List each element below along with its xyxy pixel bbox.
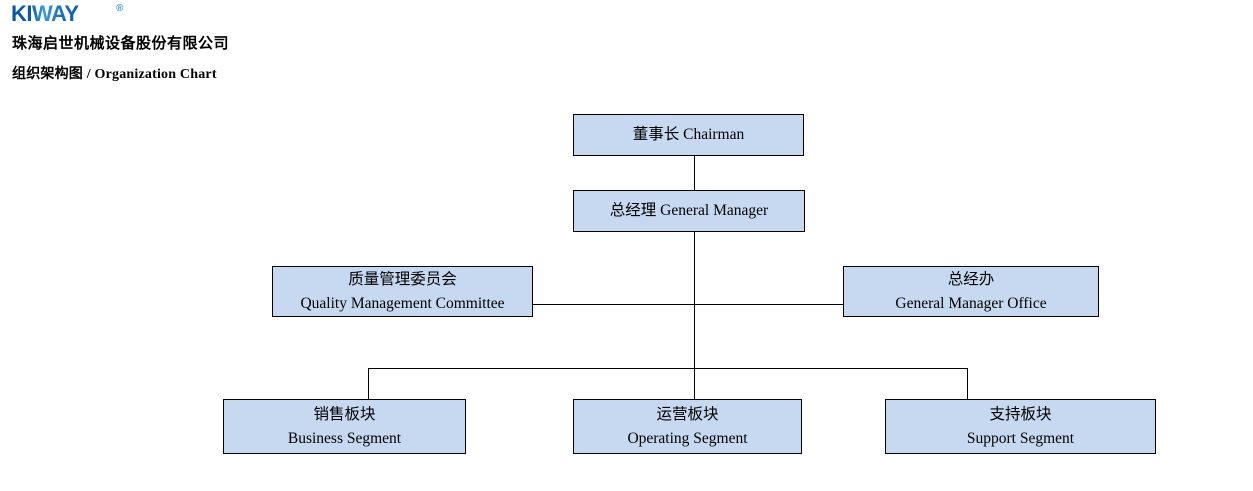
node-general-manager-office: 总经办 General Manager Office — [843, 266, 1099, 317]
node-general-manager-label: 总经理 General Manager — [609, 202, 769, 219]
node-chairman-label: 董事长 Chairman — [632, 126, 745, 143]
connector-drop-support — [967, 368, 968, 399]
page-title: 组织架构图 / Organization Chart — [12, 67, 217, 82]
node-quality-management-committee-label: 质量管理委员会 — [348, 270, 457, 288]
connector-segments-bus — [368, 368, 968, 369]
connector-committee-office — [533, 304, 843, 305]
node-chairman: 董事长 Chairman — [573, 114, 804, 156]
node-support-segment-sublabel: Support Segment — [966, 429, 1075, 447]
node-general-manager: 总经理 General Manager — [573, 190, 805, 232]
registered-trademark-icon: ® — [116, 3, 124, 14]
node-support-segment: 支持板块 Support Segment — [885, 399, 1156, 454]
node-business-segment-sublabel: Business Segment — [287, 429, 402, 447]
connector-drop-business — [368, 368, 369, 399]
connector-chairman-to-gm — [694, 156, 695, 190]
kiway-logo: KIWAY — [11, 1, 79, 26]
node-operating-segment-sublabel: Operating Segment — [627, 429, 748, 447]
node-support-segment-label: 支持板块 — [989, 405, 1052, 423]
node-quality-management-committee: 质量管理委员会 Quality Management Committee — [272, 266, 533, 317]
node-operating-segment: 运营板块 Operating Segment — [573, 399, 802, 454]
connector-gm-trunk — [694, 232, 695, 399]
node-business-segment: 销售板块 Business Segment — [223, 399, 466, 454]
node-general-manager-office-label: 总经办 — [947, 270, 995, 288]
node-quality-management-committee-sublabel: Quality Management Committee — [300, 294, 505, 312]
node-business-segment-label: 销售板块 — [313, 405, 376, 423]
company-name: 珠海启世机械设备股份有限公司 — [12, 36, 230, 52]
node-general-manager-office-sublabel: General Manager Office — [895, 294, 1047, 312]
node-operating-segment-label: 运营板块 — [656, 405, 719, 423]
